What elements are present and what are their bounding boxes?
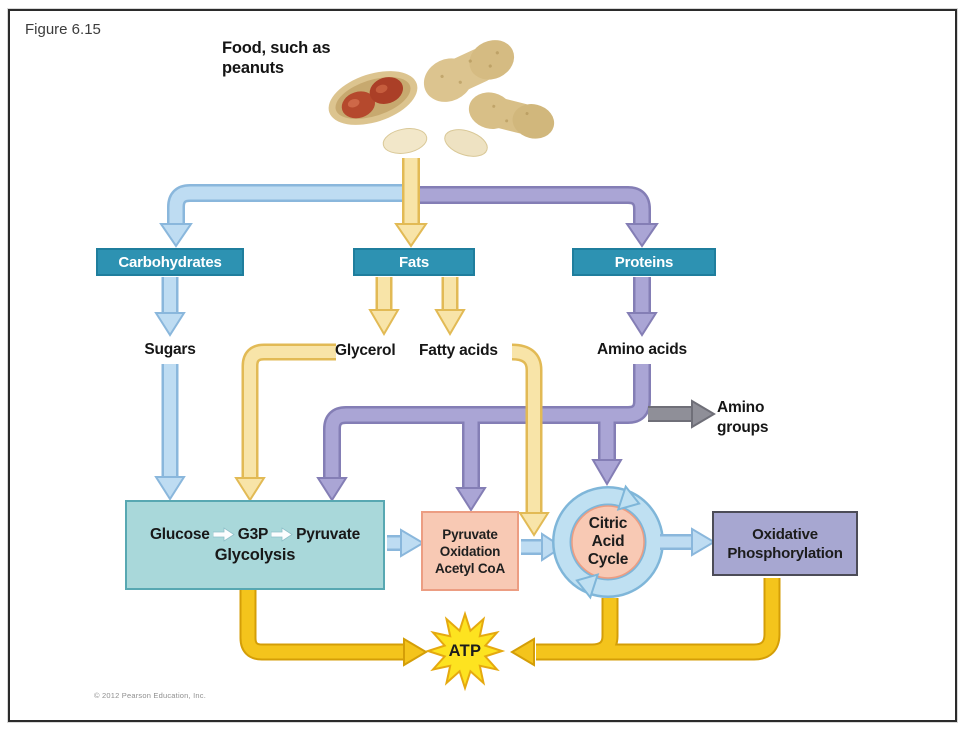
pyruvate-oxidation-line2: Oxidation	[439, 543, 501, 559]
food-label-line2: peanuts	[222, 59, 284, 77]
pyruvate-oxidation-line3: Acetyl CoA	[434, 560, 505, 576]
fat-pathway-arrows	[234, 158, 550, 537]
glycolysis-box: Glucose G3P Pyruvate Glycolysis	[125, 500, 385, 590]
citric-acid-cycle-label: Citric Acid Cycle	[563, 515, 653, 569]
peanuts-image	[328, 40, 555, 157]
glycolysis-title: Glycolysis	[214, 545, 296, 564]
protein-pathway-arrows	[316, 186, 659, 512]
citric-acid-cycle-circle	[571, 505, 645, 579]
citric-line2: Acid	[591, 533, 625, 550]
amino-groups-arrow	[648, 399, 716, 429]
g3p-label: G3P	[237, 525, 269, 543]
fats-box: Fats	[353, 248, 475, 276]
carbohydrates-box: Carbohydrates	[96, 248, 244, 276]
oxphos-line1: Oxidative	[752, 525, 818, 543]
oxidative-phosphorylation-box: Oxidative Phosphorylation	[712, 511, 858, 576]
food-label: Food, such as peanuts	[222, 38, 331, 78]
step-arrow-icon	[271, 527, 293, 542]
glycerol-label: Glycerol	[335, 342, 396, 359]
pyruvate-oxidation-box: Pyruvate Oxidation Acetyl CoA	[421, 511, 519, 591]
proteins-label: Proteins	[614, 253, 674, 271]
pyruvate-oxidation-line1: Pyruvate	[442, 526, 498, 542]
fats-label: Fats	[398, 253, 430, 271]
citric-line1: Citric	[588, 515, 628, 532]
amino-acids-label: Amino acids	[597, 341, 687, 358]
amino-groups-label: Amino groups	[717, 398, 769, 438]
amino-groups-line1: Amino	[717, 399, 765, 416]
carbohydrates-label: Carbohydrates	[118, 253, 222, 271]
food-label-line1: Food, such as	[222, 39, 331, 57]
figure-label: Figure 6.15	[25, 21, 101, 38]
atp-starburst	[424, 610, 506, 692]
proteins-box: Proteins	[572, 248, 716, 276]
atp-label: ATP	[448, 642, 482, 660]
glycolysis-steps: Glucose G3P Pyruvate	[150, 526, 360, 544]
citric-line3: Cycle	[587, 551, 629, 568]
atp-arrows	[239, 578, 781, 667]
citric-to-oxphos-arrow	[660, 527, 716, 557]
oxphos-line2: Phosphorylation	[727, 544, 843, 562]
carbohydrate-pathway-arrows	[154, 184, 564, 562]
citric-acid-cycle-ring	[552, 484, 664, 600]
copyright-credit: © 2012 Pearson Education, Inc.	[94, 691, 207, 700]
sugars-label: Sugars	[144, 341, 196, 358]
amino-groups-line2: groups	[717, 419, 769, 436]
pyruvate-label: Pyruvate	[296, 525, 361, 543]
glucose-label: Glucose	[149, 525, 210, 543]
step-arrow-icon	[212, 527, 235, 542]
fatty-acids-label: Fatty acids	[419, 342, 498, 359]
